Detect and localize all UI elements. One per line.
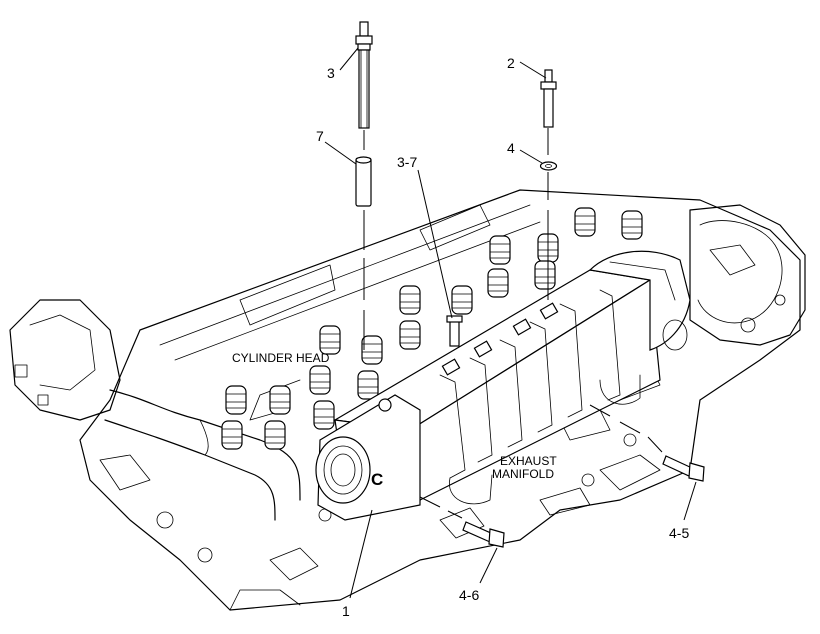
label-exhaust: EXHAUST — [500, 454, 557, 468]
callout-3: 3 — [327, 65, 335, 81]
callout-4-5: 4-5 — [669, 525, 689, 541]
exhaust-manifold — [315, 250, 691, 521]
label-cylinder-head: CYLINDER HEAD — [232, 351, 330, 365]
washer-part-4 — [539, 161, 558, 171]
callout-4: 4 — [507, 140, 515, 156]
label-manifold: MANIFOLD — [492, 467, 554, 481]
leader-lines — [324, 47, 697, 599]
callout-4-6: 4-6 — [459, 587, 479, 603]
callout-3-7: 3-7 — [397, 154, 417, 170]
right-housing — [689, 204, 806, 346]
stud-part-3 — [355, 21, 373, 129]
callout-7: 7 — [316, 128, 324, 144]
spacer-part-7 — [355, 156, 372, 207]
bolt-part-3-7 — [446, 315, 463, 347]
marker-c: C — [371, 470, 383, 489]
bolt-part-4-6 — [462, 521, 505, 548]
callout-2: 2 — [507, 55, 515, 71]
bolt-part-4-5 — [662, 455, 705, 482]
stud-part-2 — [540, 69, 557, 128]
valve-springs — [221, 207, 643, 450]
coolant-pipe — [9, 299, 301, 521]
callout-1: 1 — [342, 603, 350, 619]
